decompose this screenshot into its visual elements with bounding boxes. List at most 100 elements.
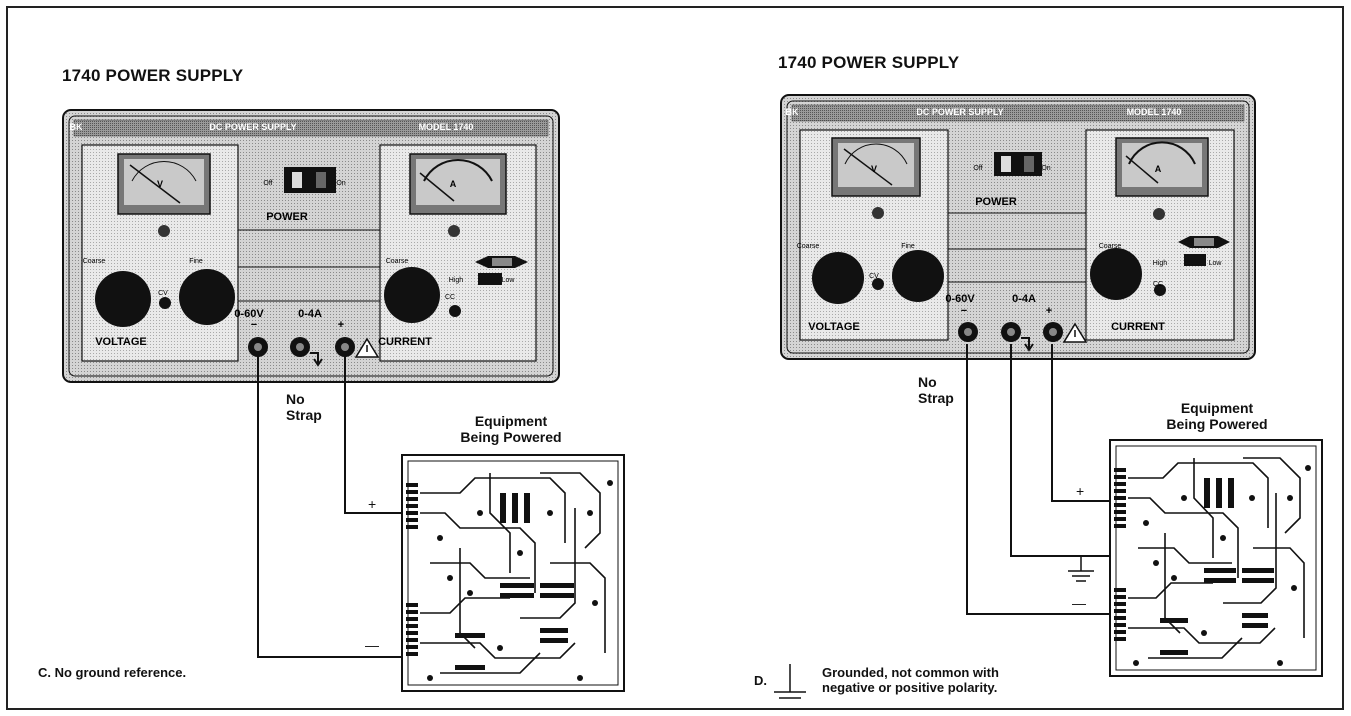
voltage-fine-knob[interactable] <box>892 250 944 302</box>
wire-plus-label: + <box>368 496 377 512</box>
voltage-zero-adjust[interactable] <box>872 207 884 219</box>
current-coarse-label: Coarse <box>1098 243 1122 250</box>
strap-label-line-2: Strap <box>918 390 954 406</box>
caption-d-line-1: Grounded, not common with <box>822 665 999 680</box>
panel-title: 1740 POWER SUPPLY <box>778 53 960 72</box>
minus-terminal-label: − <box>250 319 258 331</box>
terminal-ground[interactable] <box>290 337 323 367</box>
minus-terminal-label: − <box>960 305 968 317</box>
current-meter <box>409 153 507 215</box>
voltage-range-label: 0-60V <box>234 308 264 320</box>
brand-label: BK <box>69 122 83 132</box>
model-label: MODEL 1740 <box>418 122 474 132</box>
terminal-positive[interactable] <box>335 337 355 357</box>
caption-d-prefix: D. <box>754 673 767 688</box>
current-coarse-knob[interactable] <box>384 267 440 323</box>
equipment-label-line-2: Being Powered <box>1166 416 1268 432</box>
terminal-negative[interactable] <box>248 337 268 357</box>
cv-label: CV <box>158 290 168 297</box>
equipment-label: Equipment Being Powered <box>446 413 576 445</box>
power-switch[interactable] <box>284 167 336 193</box>
current-range-label: 0-4A <box>1012 293 1036 305</box>
cc-indicator <box>449 305 461 317</box>
current-coarse-label: Coarse <box>385 258 409 265</box>
plus-terminal-label: + <box>337 319 345 331</box>
terminal-negative[interactable] <box>958 322 978 342</box>
terminal-ground[interactable] <box>1001 322 1034 352</box>
ground-symbol <box>1068 556 1094 582</box>
equipment-label-line-1: Equipment <box>1180 400 1254 416</box>
current-range-label: 0-4A <box>298 308 322 320</box>
cv-label: CV <box>869 273 879 280</box>
strap-label: No Strap <box>286 391 322 423</box>
voltage-zero-adjust[interactable] <box>158 225 170 237</box>
caption-d: Grounded, not common with negative or po… <box>822 665 999 695</box>
voltage-coarse-knob[interactable] <box>95 271 151 327</box>
strap-label-line-1: No <box>918 374 937 390</box>
terminal-positive[interactable] <box>1043 322 1063 342</box>
caption-ground-icon <box>774 664 806 699</box>
range-selector[interactable] <box>475 256 528 285</box>
wire-minus-label: — <box>1072 595 1086 611</box>
range-low-label: Low <box>1208 260 1222 267</box>
equipment-board <box>1109 439 1323 677</box>
cv-indicator <box>872 278 884 290</box>
power-supply-front <box>780 94 1256 360</box>
equipment-label-line-2: Being Powered <box>460 429 562 445</box>
strap-label: No Strap <box>918 374 954 406</box>
range-selector[interactable] <box>1178 236 1230 266</box>
wire-plus-label: + <box>1076 483 1085 499</box>
equipment-label: Equipment Being Powered <box>1152 400 1282 432</box>
warning-icon <box>354 337 380 358</box>
voltage-meter-symbol: V <box>156 179 163 189</box>
power-switch[interactable] <box>994 152 1042 176</box>
current-zero-adjust[interactable] <box>1153 208 1165 220</box>
current-meter-symbol: A <box>1154 164 1162 174</box>
range-high-label: High <box>1152 260 1168 267</box>
model-label: MODEL 1740 <box>1126 107 1182 117</box>
cc-label: CC <box>1152 281 1164 288</box>
current-coarse-knob[interactable] <box>1090 248 1142 300</box>
wire-minus-label: — <box>365 637 379 653</box>
brand-label: BK <box>785 107 799 117</box>
strap-label-line-2: Strap <box>286 407 322 423</box>
current-meter <box>1115 137 1209 197</box>
warning-icon <box>1062 322 1088 343</box>
power-on-label: On <box>336 180 346 187</box>
current-label: CURRENT <box>1111 321 1165 333</box>
plus-terminal-label: + <box>1045 305 1053 317</box>
voltage-coarse-knob[interactable] <box>812 252 864 304</box>
voltage-meter-symbol: V <box>870 164 877 174</box>
current-label: CURRENT <box>378 336 432 348</box>
voltage-coarse-label: Coarse <box>796 243 820 250</box>
voltage-fine-label: Fine <box>189 258 203 265</box>
caption-d-line-2: negative or positive polarity. <box>822 680 998 695</box>
cv-indicator <box>159 297 171 309</box>
equipment-label-line-1: Equipment <box>474 413 548 429</box>
power-off-label: Off <box>263 180 273 187</box>
panel-title: 1740 POWER SUPPLY <box>62 66 244 85</box>
figure-frame <box>6 6 1344 710</box>
strap-label-line-1: No <box>286 391 305 407</box>
voltage-label: VOLTAGE <box>808 321 860 333</box>
cc-label: CC <box>444 294 456 301</box>
range-high-label: High <box>448 277 464 284</box>
caption-c: C. No ground reference. <box>38 665 187 680</box>
range-low-label: Low <box>501 277 515 284</box>
cc-indicator <box>1154 284 1166 296</box>
power-off-label: Off <box>973 165 983 172</box>
voltage-meter <box>117 153 211 215</box>
voltage-fine-knob[interactable] <box>179 269 235 325</box>
equipment-board <box>401 454 625 692</box>
supply-type-label: DC POWER SUPPLY <box>209 122 297 132</box>
wiring-c <box>257 356 402 658</box>
voltage-range-label: 0-60V <box>945 293 975 305</box>
power-label: POWER <box>975 196 1017 208</box>
voltage-meter <box>831 137 921 197</box>
power-on-label: On <box>1041 165 1051 172</box>
voltage-label: VOLTAGE <box>95 336 147 348</box>
current-zero-adjust[interactable] <box>448 225 460 237</box>
wiring-d <box>774 344 1110 699</box>
voltage-coarse-label: Coarse <box>82 258 106 265</box>
supply-type-label: DC POWER SUPPLY <box>916 107 1004 117</box>
